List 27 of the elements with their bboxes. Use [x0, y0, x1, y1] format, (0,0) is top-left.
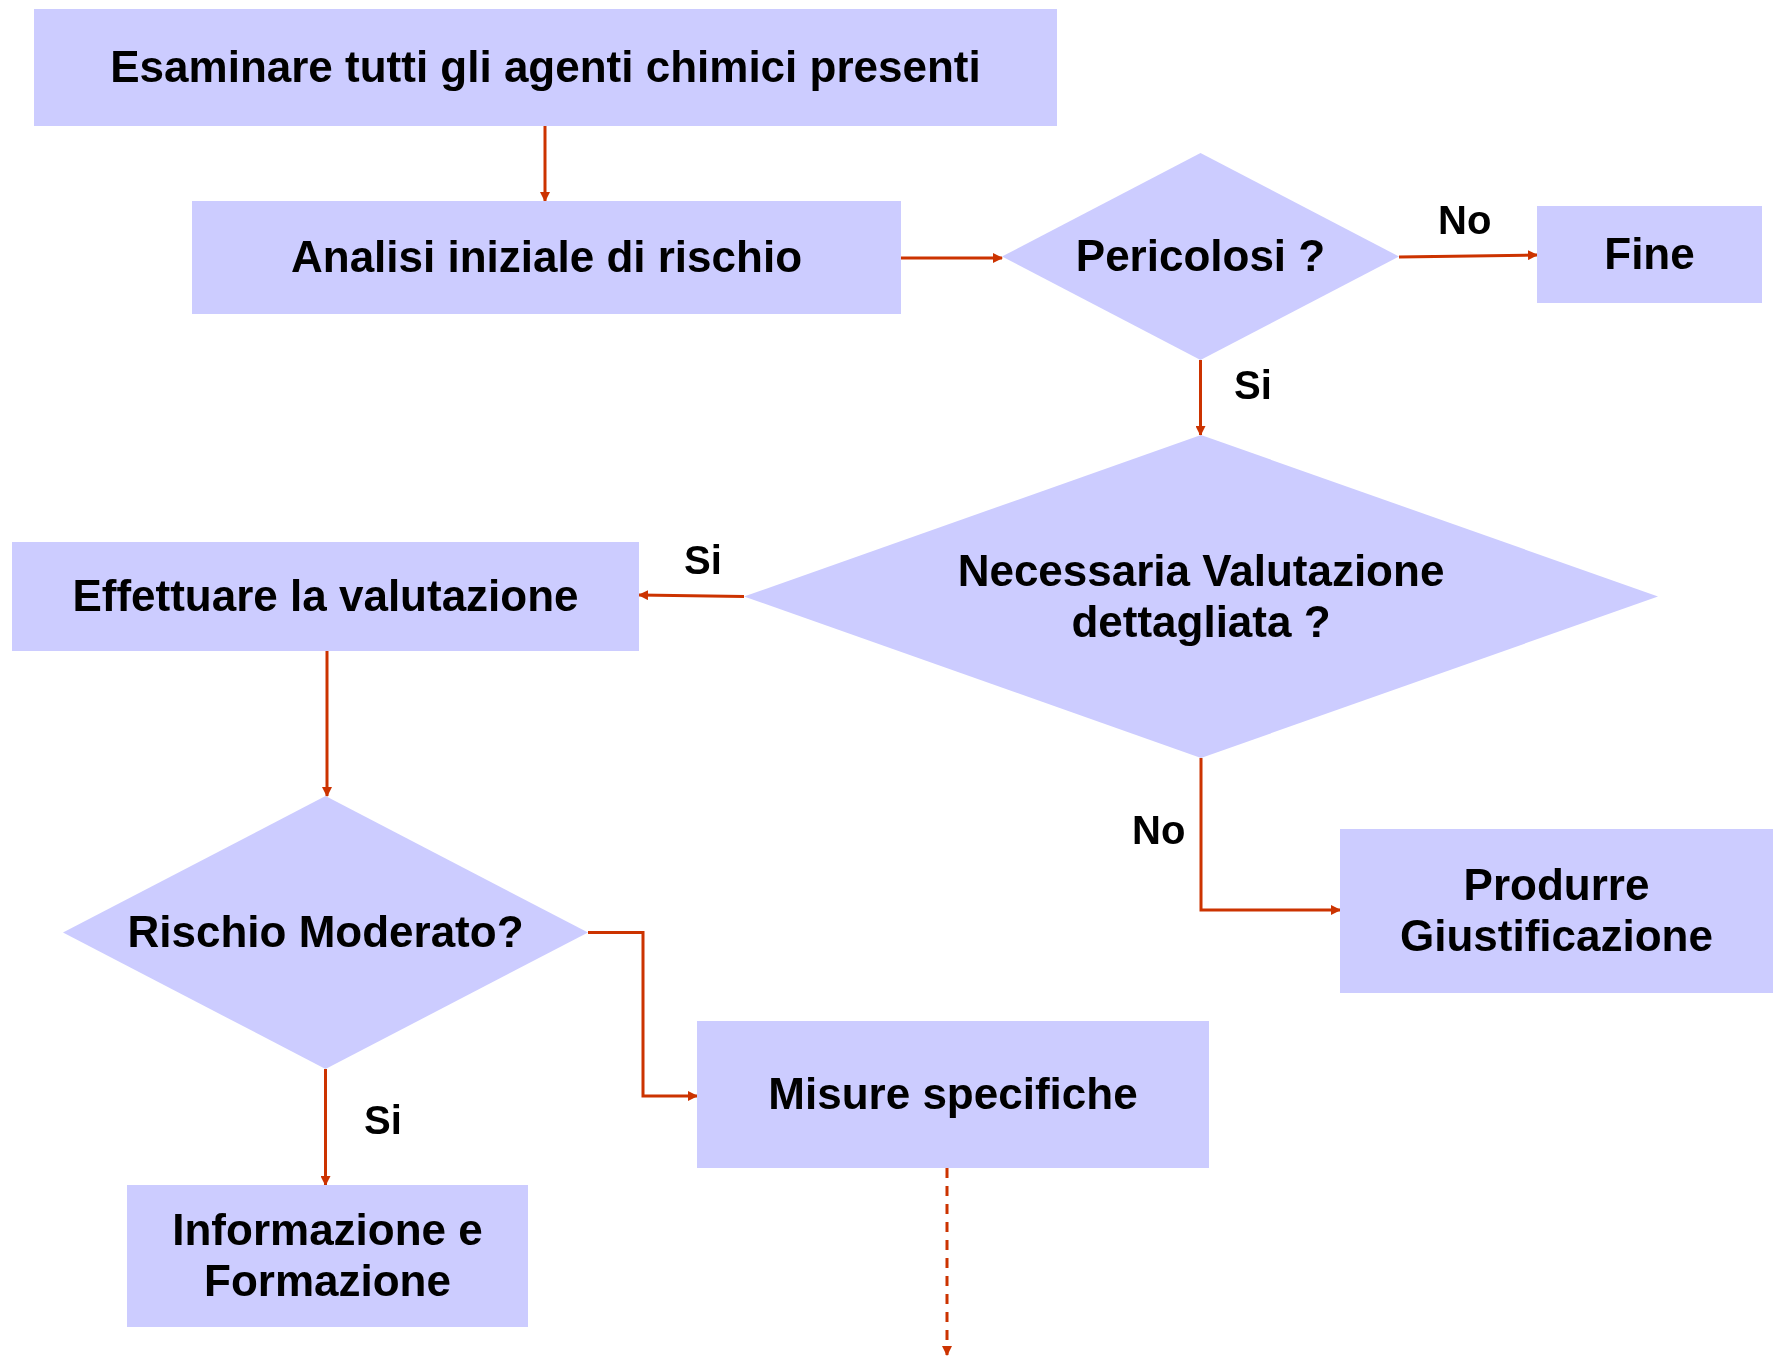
arrow — [1398, 250, 1538, 261]
box-label: Effettuare la valutazione — [72, 571, 579, 622]
arrow — [638, 590, 745, 601]
process-box — [1340, 829, 1773, 993]
process-box — [34, 9, 1057, 126]
box-label: Esaminare tutti gli agenti chimici presenti — [110, 42, 981, 93]
process-box — [192, 201, 901, 314]
arrow — [588, 931, 698, 1101]
arrow — [540, 126, 550, 202]
process-box — [1537, 206, 1762, 303]
arrow — [942, 1168, 952, 1356]
box-label: Fine — [1604, 229, 1695, 280]
process-box — [127, 1185, 528, 1327]
decision-label: Pericolosi ? — [1075, 231, 1326, 282]
arrow — [1195, 360, 1206, 436]
arrow — [320, 1069, 331, 1186]
box-label: Produrre Giustificazione — [1399, 860, 1714, 962]
decision-label: Necessaria Valutazione dettagliata ? — [956, 545, 1446, 648]
box-label: Analisi iniziale di rischio — [291, 232, 802, 283]
arrow — [1199, 758, 1341, 915]
box-label: Informazione e Formazione — [171, 1205, 484, 1307]
arrow — [322, 651, 332, 797]
process-box — [12, 542, 639, 651]
decision-label: Rischio Moderato? — [127, 907, 524, 958]
arrow — [901, 253, 1003, 263]
box-label: Misure specifiche — [768, 1069, 1138, 1120]
process-box — [697, 1021, 1209, 1168]
